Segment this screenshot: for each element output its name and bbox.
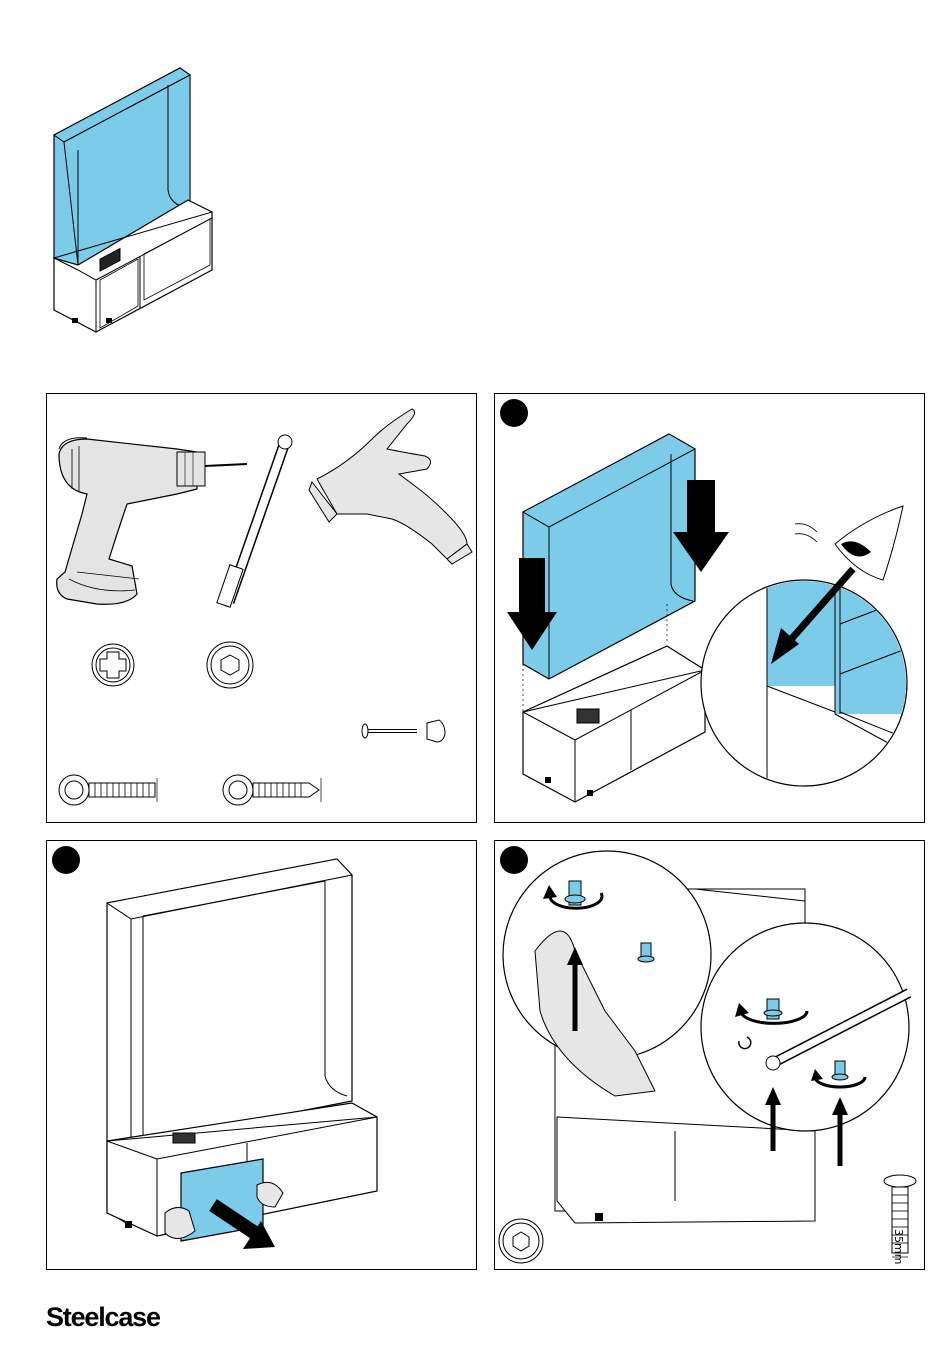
gloved-hands-icon [309,409,472,564]
hex-bit-icon [207,642,253,688]
cordless-drill-icon [57,438,247,605]
phillips-bit-icon [92,644,134,686]
step-number-marker [500,846,528,874]
step-number-marker [500,399,528,427]
step-number-marker [52,846,80,874]
overview-illustration [40,60,230,350]
brand-logo: Steelcase [46,1302,160,1333]
tools-and-parts-panel [46,393,477,823]
screw-length-label: 35mm [892,1229,905,1264]
wood-screw-icon [223,775,321,805]
step-2-panel [46,840,477,1270]
step-3-panel: 35mm [494,840,925,1270]
connector-bolt-icon [362,720,445,742]
step-1-panel [494,393,925,823]
torque-wrench-icon [217,435,292,607]
machine-screw-icon [59,775,157,805]
